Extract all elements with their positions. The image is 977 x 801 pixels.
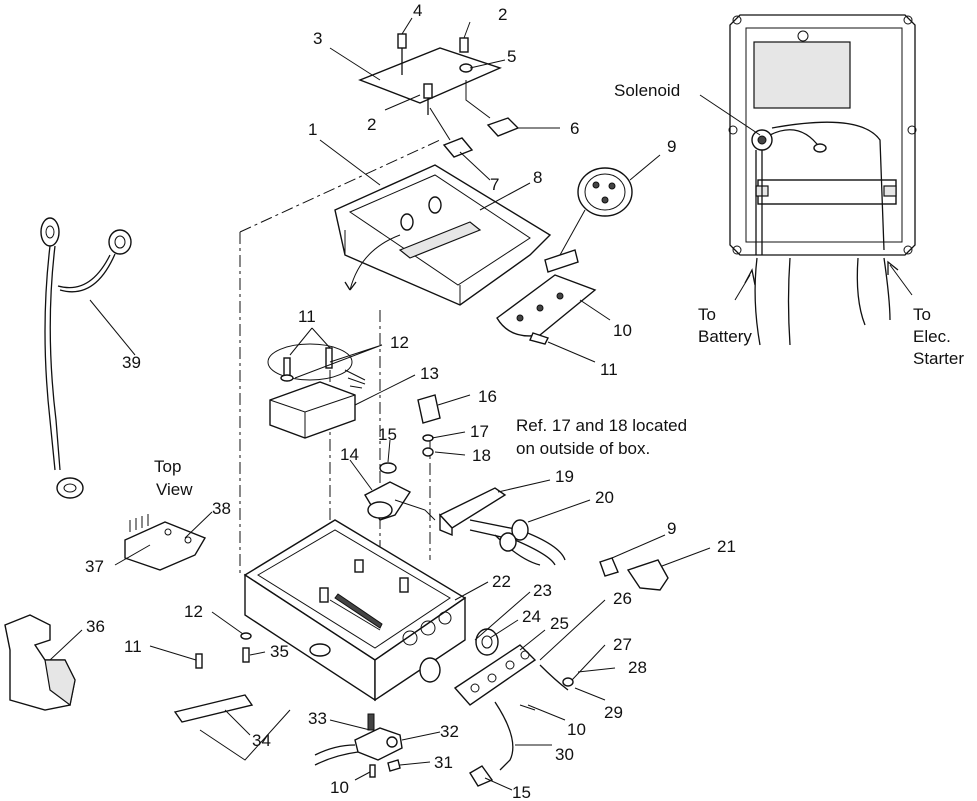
to-starter-label-line3: Starter (913, 349, 964, 368)
ref-note-line1: Ref. 17 and 18 located (516, 416, 687, 435)
upper-box (334, 164, 597, 345)
callout-19: 19 (555, 467, 574, 486)
callout-20: 20 (595, 488, 614, 507)
callout-12: 12 (390, 333, 409, 352)
callout-4: 4 (413, 1, 422, 20)
part-36 (4, 614, 76, 711)
callout-10: 10 (567, 720, 586, 739)
callout-23: 23 (533, 581, 552, 600)
callouts: 4 2 3 5 2 6 1 7 8 9 10 11 11 12 13 16 17… (85, 1, 736, 801)
battery-cable-39 (40, 217, 132, 499)
plug-9-21 (599, 557, 669, 591)
part-37-38 (124, 514, 207, 571)
cover-plate-assembly (358, 33, 520, 158)
callout-7: 7 (490, 175, 499, 194)
callout-11: 11 (124, 637, 142, 656)
callout-9: 9 (667, 519, 676, 538)
grommets-23-29 (419, 628, 574, 711)
callout-14: 14 (340, 445, 359, 464)
callout-15: 15 (378, 425, 397, 444)
cable-30 (469, 701, 514, 787)
callout-8: 8 (533, 168, 542, 187)
callout-22: 22 (492, 572, 511, 591)
callout-38: 38 (212, 499, 231, 518)
callout-36: 36 (86, 617, 105, 636)
callout-29: 29 (604, 703, 623, 722)
text-labels: Solenoid To Battery To Elec. Starter Ref… (154, 81, 964, 499)
callout-28: 28 (628, 658, 647, 677)
bracket-34-35 (173, 632, 291, 761)
callout-3: 3 (313, 29, 322, 48)
top-view-label-line2: View (156, 480, 193, 499)
callout-33: 33 (308, 709, 327, 728)
callout-10: 10 (330, 778, 349, 797)
callout-37: 37 (85, 557, 104, 576)
to-battery-label-line2: Battery (698, 327, 752, 346)
callout-11: 11 (600, 360, 618, 379)
to-starter-label-line1: To (913, 305, 931, 324)
callout-18: 18 (472, 446, 491, 465)
leader-lines (49, 17, 913, 791)
callout-34: 34 (252, 731, 271, 750)
callout-30: 30 (555, 745, 574, 764)
solenoid-label: Solenoid (614, 81, 680, 100)
callout-16: 16 (478, 387, 497, 406)
module-13 (267, 343, 366, 439)
callout-2: 2 (498, 5, 507, 24)
callout-21: 21 (717, 537, 736, 556)
callout-31: 31 (434, 753, 453, 772)
callout-17: 17 (470, 422, 489, 441)
callout-24: 24 (522, 607, 541, 626)
callout-13: 13 (420, 364, 439, 383)
callout-39: 39 (122, 353, 141, 372)
callout-12: 12 (184, 602, 203, 621)
lower-box (243, 519, 467, 702)
callout-32: 32 (440, 722, 459, 741)
callout-11: 11 (298, 307, 316, 326)
callout-25: 25 (550, 614, 569, 633)
callout-1: 1 (308, 120, 317, 139)
callout-27: 27 (613, 635, 632, 654)
callout-26: 26 (613, 589, 632, 608)
connector-9 (559, 167, 633, 256)
to-starter-label-line2: Elec. (913, 327, 951, 346)
callout-15: 15 (512, 783, 531, 801)
callout-2: 2 (367, 115, 376, 134)
ref-note-line2: on outside of box. (516, 439, 650, 458)
to-battery-label-line1: To (698, 305, 716, 324)
callout-35: 35 (270, 642, 289, 661)
callout-10: 10 (613, 321, 632, 340)
inset-top-view (728, 14, 917, 346)
relay-14-18 (364, 394, 441, 521)
terminal-31-33 (314, 713, 403, 778)
top-view-label-line1: Top (154, 457, 181, 476)
callout-5: 5 (507, 47, 516, 66)
bracket-19-20 (438, 487, 566, 566)
callout-6: 6 (570, 119, 579, 138)
callout-9: 9 (667, 137, 676, 156)
